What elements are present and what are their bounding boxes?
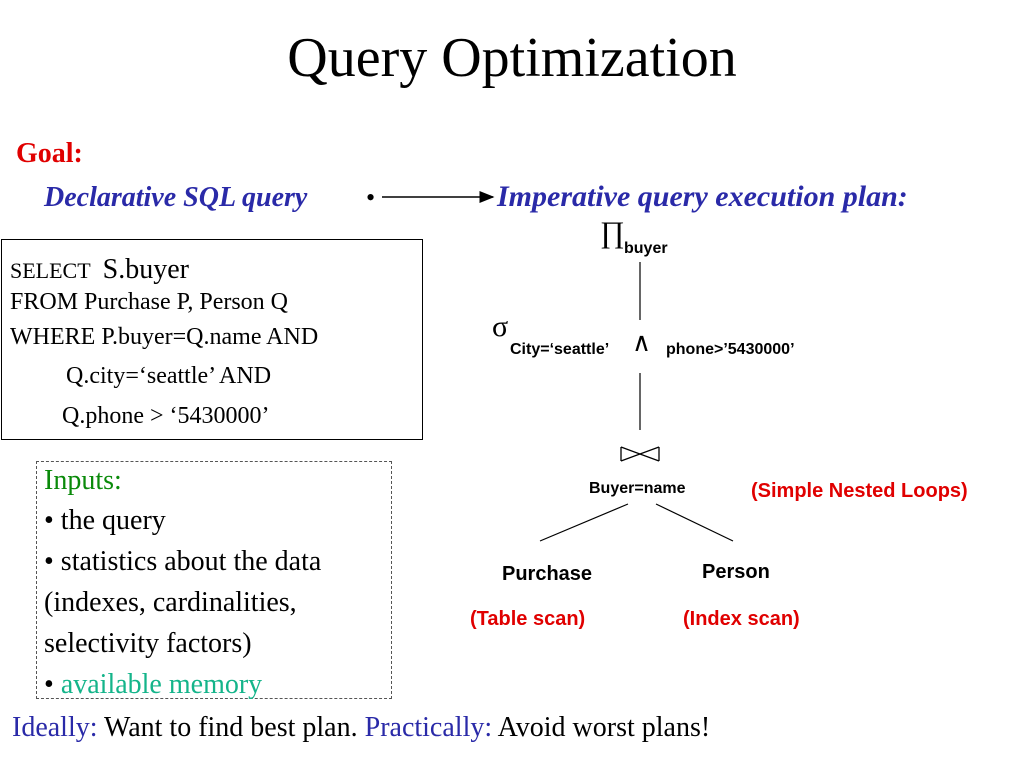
edge-join-person (655, 503, 734, 542)
join-icon (620, 446, 660, 462)
inputs-item: • statistics about the data (44, 546, 322, 577)
and-symbol: ∧ (632, 328, 652, 357)
inputs-item: selectivity factors) (44, 628, 252, 659)
selection-symbol: σ (492, 310, 509, 343)
sql-condition-city: Q.city=‘seattle’ AND (66, 363, 272, 389)
practically-label: Practically: (364, 712, 493, 743)
projection-symbol: ∏ (600, 216, 625, 249)
node-person: Person (702, 561, 770, 583)
projection-subscript: buyer (624, 240, 668, 257)
practically-text: Avoid worst plans! (492, 712, 711, 743)
declarative-sql-label: Declarative SQL query (44, 182, 308, 213)
node-purchase: Purchase (502, 563, 593, 585)
selection-subscript-phone: phone>’5430000’ (666, 341, 795, 358)
join-method-label: (Simple Nested Loops) (751, 480, 968, 502)
inputs-item: (indexes, cardinalities, (44, 587, 297, 618)
inputs-item-memory: • available memory (44, 671, 262, 699)
inputs-item: • the query (44, 505, 166, 536)
purchase-access-method: (Table scan) (470, 608, 586, 630)
join-subscript: Buyer=name (589, 480, 686, 497)
person-access-method: (Index scan) (683, 608, 800, 630)
sql-select-keyword: SELECT (10, 258, 91, 283)
selection-subscript-city: City=‘seattle’ (510, 341, 610, 358)
ideally-text: Want to find best plan. (97, 712, 365, 743)
available-memory-label: available memory (60, 669, 263, 700)
page-title: Query Optimization (287, 27, 737, 89)
sql-select-line: SELECT S.buyer (10, 256, 189, 284)
inputs-heading: Inputs: (44, 465, 122, 496)
sql-select-column: S.buyer (102, 254, 189, 285)
sql-where-line: WHERE P.buyer=Q.name AND (10, 324, 319, 350)
sql-from-line: FROM Purchase P, Person Q (10, 289, 289, 315)
inputs-bullet: • (44, 669, 61, 700)
sql-query-box (1, 239, 423, 440)
sql-condition-phone: Q.phone > ‘5430000’ (62, 403, 270, 429)
imperative-plan-label: Imperative query execution plan: (497, 180, 908, 213)
ideally-label: Ideally: (12, 712, 98, 743)
inputs-box (36, 461, 392, 699)
bottom-summary: Ideally: Want to find best plan. Practic… (12, 712, 710, 744)
goal-label: Goal: (16, 138, 83, 169)
arrow-start-bullet: • (366, 183, 376, 212)
edge-join-purchase (539, 503, 629, 542)
